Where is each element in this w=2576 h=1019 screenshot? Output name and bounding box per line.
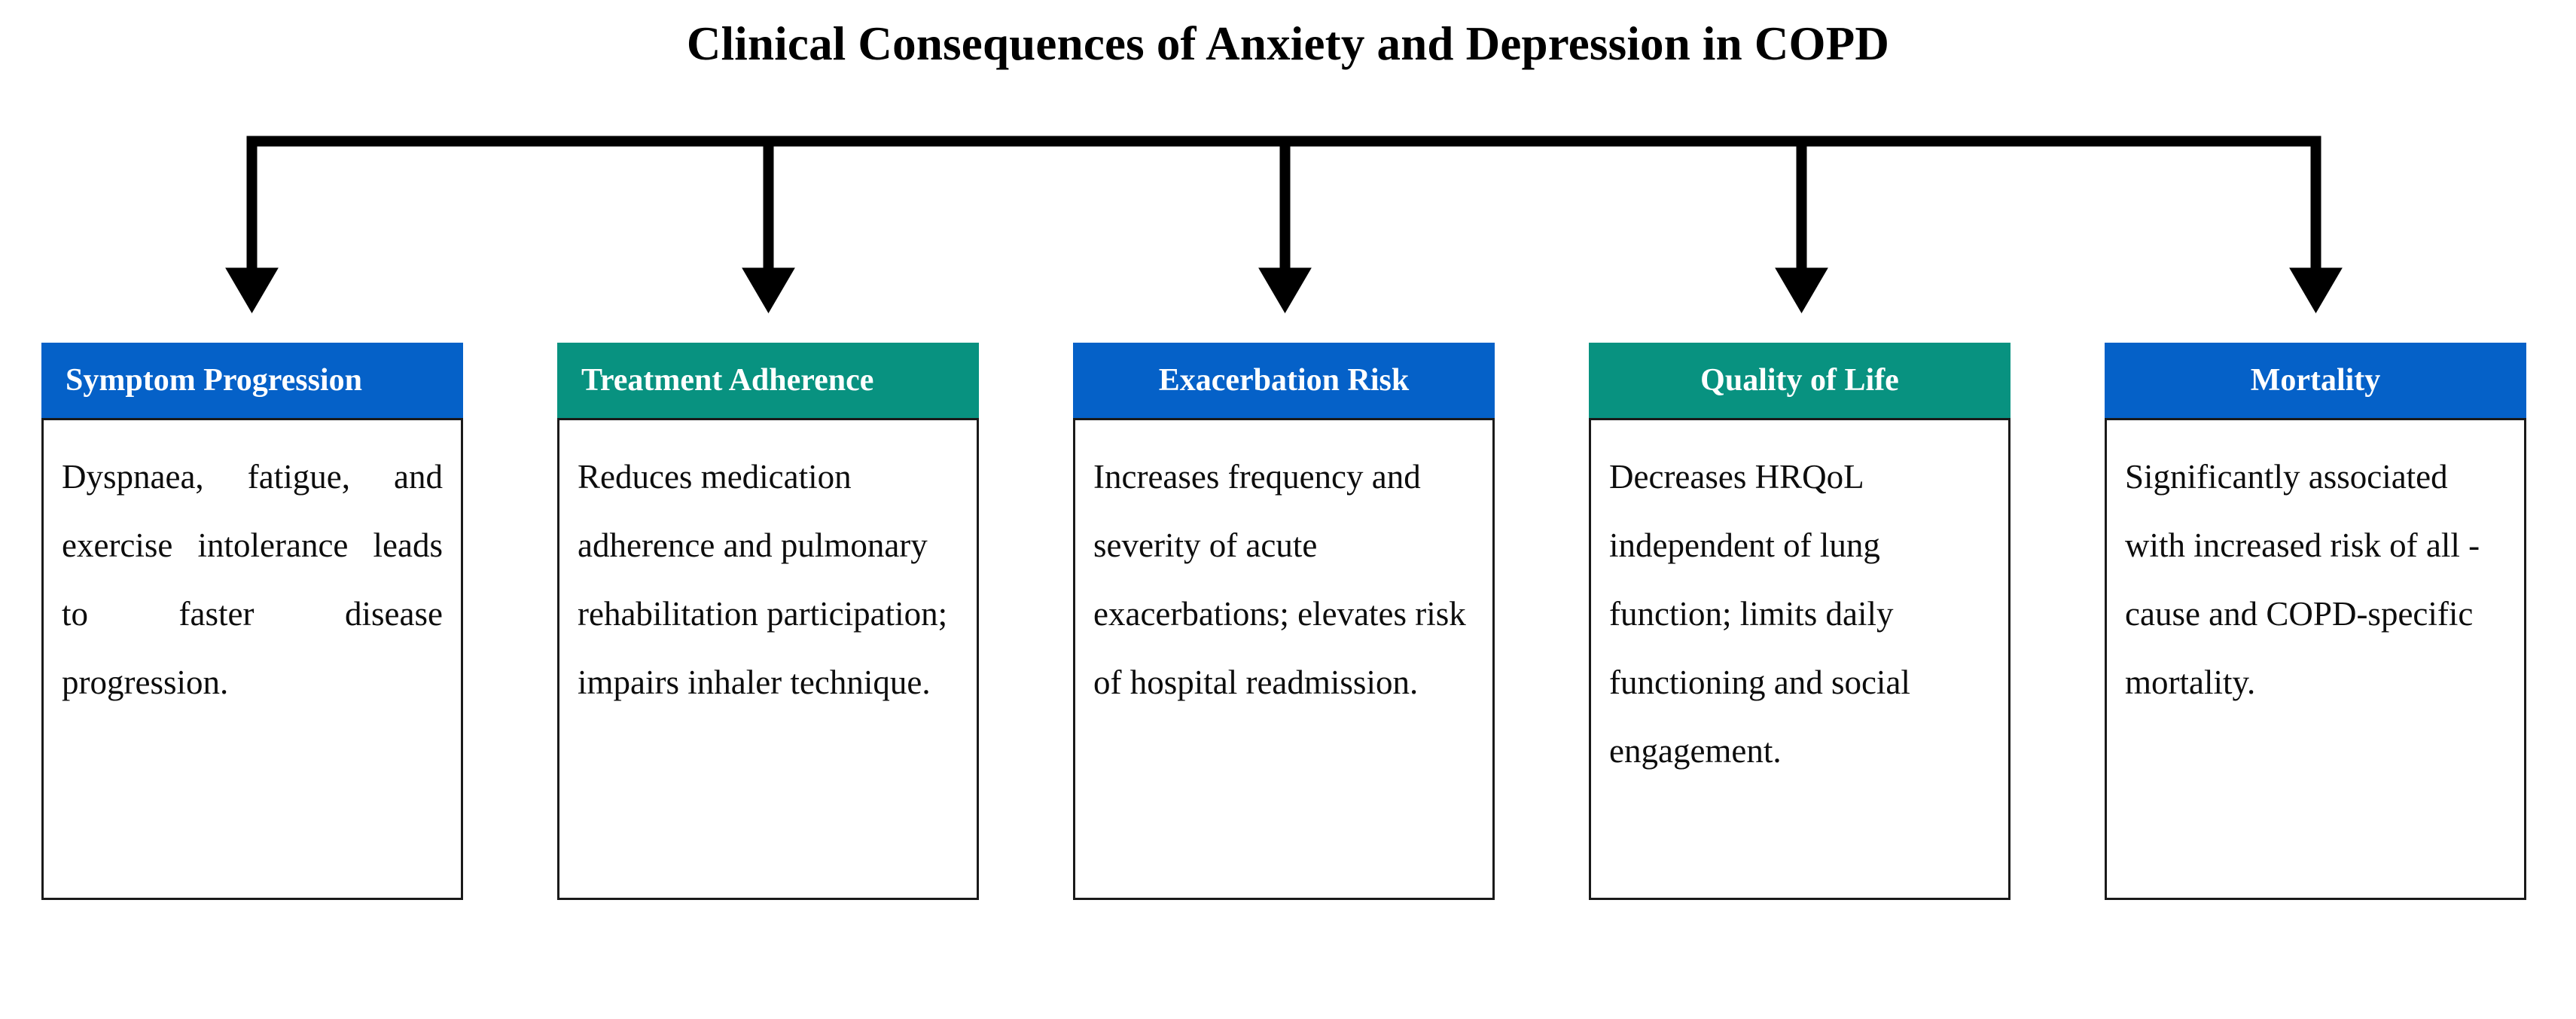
column-header-quality-of-life: Quality of Life <box>1589 343 2010 418</box>
column-symptom-progression[interactable]: Symptom Progression Dyspnaea, fatigue, a… <box>41 343 463 900</box>
page-title: Clinical Consequences of Anxiety and Dep… <box>686 17 1890 70</box>
column-header-treatment-adherence: Treatment Adherence <box>557 343 979 418</box>
arrow-head-2 <box>742 267 795 313</box>
connector-stem-2 <box>763 136 774 273</box>
column-header-symptom-progression: Symptom Progression <box>41 343 463 418</box>
column-body-mortality: Significantly associated with increased … <box>2105 418 2526 900</box>
arrow-head-3 <box>1258 267 1312 313</box>
connector-stem-3 <box>1279 136 1291 273</box>
column-body-symptom-progression: Dyspnaea, fatigue, and exercise intolera… <box>41 418 463 900</box>
column-body-treatment-adherence: Reduces medication adherence and pulmona… <box>557 418 979 900</box>
arrow-head-1 <box>225 267 279 313</box>
arrow-head-5 <box>2289 267 2343 313</box>
connector-stem-4 <box>1796 136 1807 273</box>
column-body-quality-of-life: Decreases HRQoL independent of lung func… <box>1589 418 2010 900</box>
connector-horizontal-bar <box>246 136 2321 147</box>
arrow-head-4 <box>1775 267 1828 313</box>
connector-stem-5 <box>2310 136 2321 273</box>
column-body-exacerbation-risk: Increases frequency and severity of acut… <box>1073 418 1495 900</box>
column-treatment-adherence[interactable]: Treatment Adherence Reduces medication a… <box>557 343 979 900</box>
column-header-mortality: Mortality <box>2105 343 2526 418</box>
column-header-exacerbation-risk: Exacerbation Risk <box>1073 343 1495 418</box>
column-mortality[interactable]: Mortality Significantly associated with … <box>2105 343 2526 900</box>
consequence-columns: Symptom Progression Dyspnaea, fatigue, a… <box>41 343 2526 979</box>
column-quality-of-life[interactable]: Quality of Life Decreases HRQoL independ… <box>1589 343 2010 900</box>
connector-stem-1 <box>246 136 258 273</box>
column-exacerbation-risk[interactable]: Exacerbation Risk Increases frequency an… <box>1073 343 1495 900</box>
